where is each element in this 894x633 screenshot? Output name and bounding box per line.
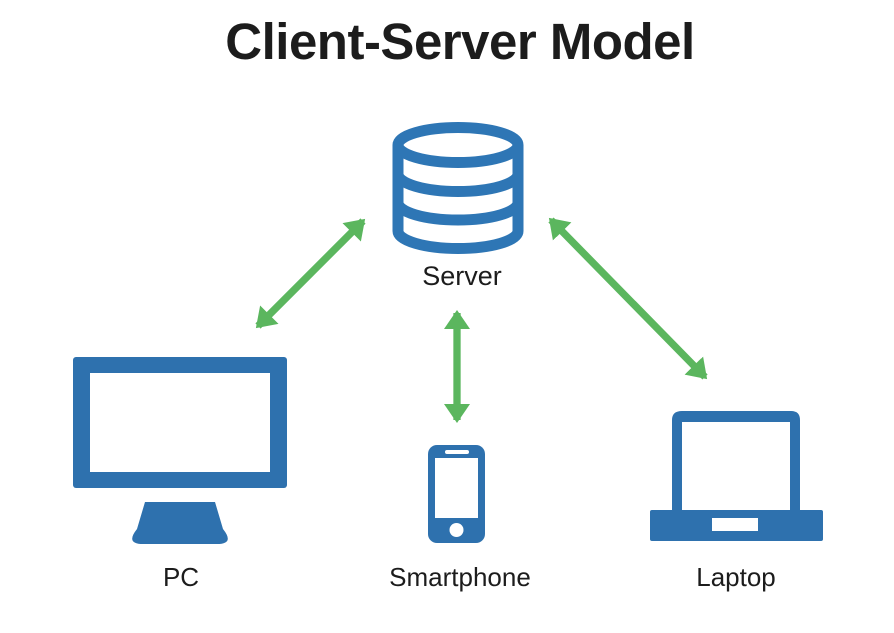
pc-label: PC	[162, 562, 200, 592]
smartphone-icon	[428, 445, 485, 543]
smartphone-label: Smartphone	[389, 562, 531, 592]
edge-server-laptop	[548, 217, 708, 380]
laptop-label: Laptop	[696, 562, 776, 592]
laptop-icon	[650, 411, 823, 541]
server-label: Server	[422, 261, 502, 291]
diagram-title: Client-Server Model	[225, 13, 695, 70]
edge-server-pc	[255, 218, 366, 329]
desktop-monitor-icon	[73, 357, 287, 544]
database-icon	[392, 122, 524, 254]
